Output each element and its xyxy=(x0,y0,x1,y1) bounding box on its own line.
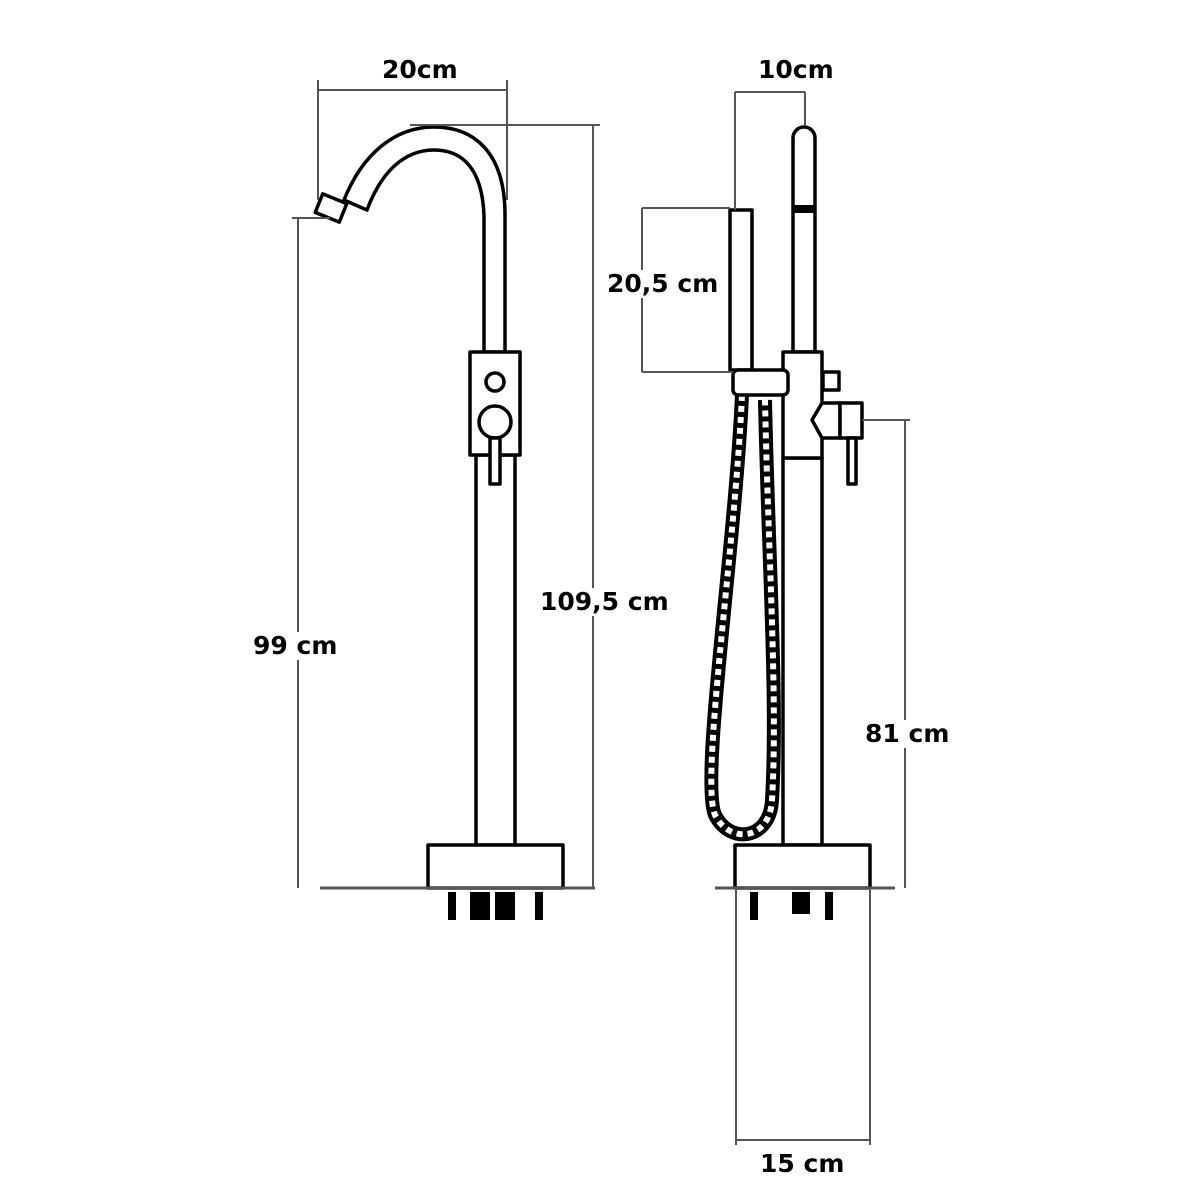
front-base xyxy=(426,843,565,890)
side-dimension-lines xyxy=(641,91,910,1145)
diverter-knob-side xyxy=(821,370,841,392)
mixer-hub-side xyxy=(810,401,842,440)
mixer-handle-hub xyxy=(477,404,513,440)
front-dimension-lines xyxy=(292,80,600,888)
front-view-faucet xyxy=(313,125,595,920)
hand-shower-offset-label: 10cm xyxy=(758,55,834,84)
diverter-knob xyxy=(484,371,506,393)
shower-holder xyxy=(731,368,790,397)
mixer-lever-side xyxy=(846,436,858,486)
spout-reach-label: 20cm xyxy=(382,55,458,84)
hand-shower xyxy=(728,208,754,372)
side-base xyxy=(733,843,872,890)
spout-height-label: 99 cm xyxy=(253,631,338,660)
spout-wand xyxy=(791,125,817,354)
gooseneck-spout xyxy=(342,125,507,354)
side-pipe xyxy=(781,456,824,847)
mixer-handle-side xyxy=(838,401,864,440)
total-height-label: 109,5 cm xyxy=(540,587,669,616)
front-pipe xyxy=(474,453,517,847)
mixer-lever xyxy=(488,436,502,486)
base-width-label: 15 cm xyxy=(760,1149,845,1178)
lever-height-label: 81 cm xyxy=(865,719,950,748)
side-mixer-body xyxy=(781,350,824,460)
hand-shower-length-label: 20,5 cm xyxy=(607,269,719,298)
side-view-faucet xyxy=(704,125,895,920)
